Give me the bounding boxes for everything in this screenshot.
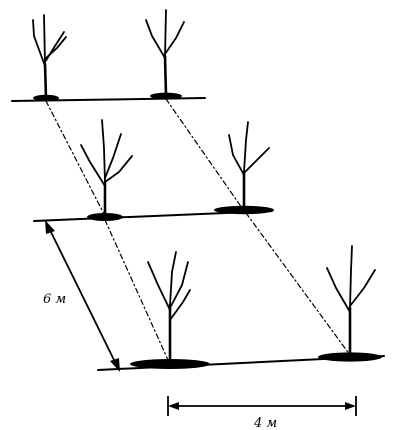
tree-row3-right	[318, 245, 382, 362]
alignment-line-left-upper	[45, 100, 106, 217]
alignment-line-left-lower	[104, 219, 169, 361]
alignment-line-right-upper	[165, 98, 243, 209]
tree-row1-right	[145, 9, 185, 100]
row-spacing-dimension	[45, 220, 120, 372]
row-spacing-label: 6 м	[43, 292, 66, 307]
tree-row2-right	[214, 121, 274, 215]
alignment-line-right-lower	[245, 212, 351, 356]
tree-spacing-label: 4 м	[253, 416, 277, 430]
tree-row3-left	[130, 251, 210, 369]
tree-row1-left	[32, 14, 67, 102]
tree-spacing-dimension	[167, 396, 357, 416]
tree-row2-left	[80, 119, 133, 221]
